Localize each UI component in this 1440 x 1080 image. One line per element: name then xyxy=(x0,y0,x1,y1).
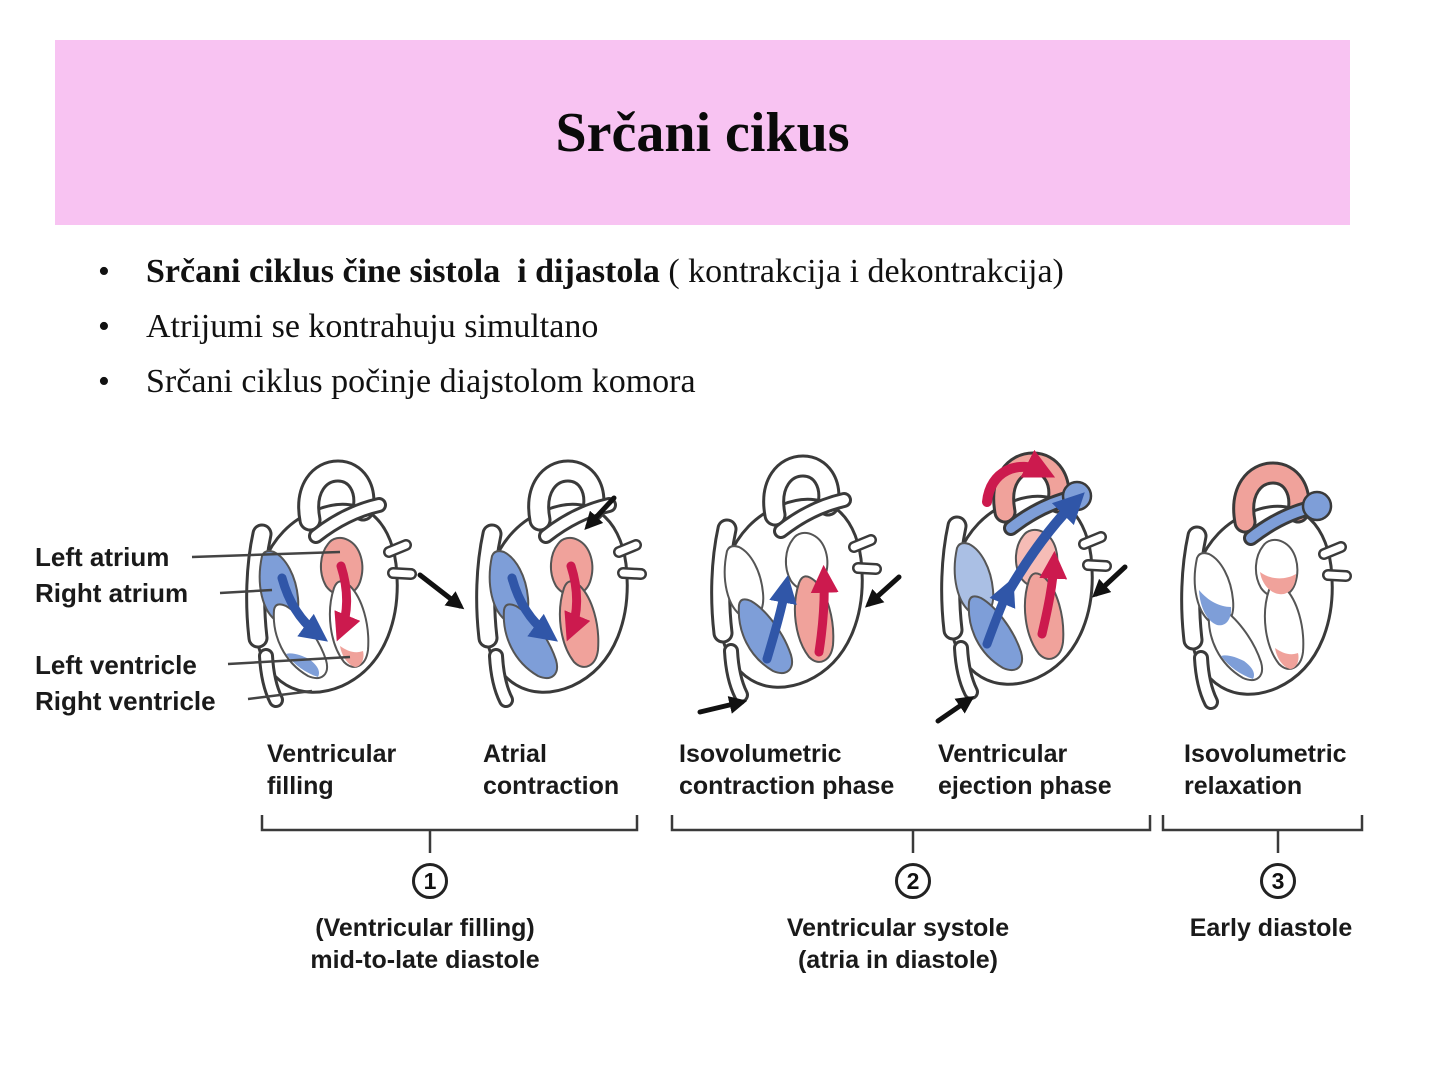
right-ventricle-blood-pool xyxy=(1221,655,1254,679)
phase-label-isovolumetric-relaxation: Isovolumetric relaxation xyxy=(1184,740,1347,800)
blue-flow-arrow xyxy=(982,577,1016,649)
label-right-ventricle: Right ventricle xyxy=(35,686,216,716)
pulmonary-vein xyxy=(854,564,880,573)
pulmonary-vein xyxy=(1320,543,1345,558)
stage-brackets xyxy=(260,815,1364,853)
stage-number-3: 3 xyxy=(1260,863,1296,899)
stage-caption-2: Ventricular systole (atria in diastole) xyxy=(786,914,1010,974)
heart-isovolumetric-contraction xyxy=(697,454,902,715)
right-atrium-empty xyxy=(723,545,765,620)
phase-label-ventricular-ejection: Ventricular ejection phase xyxy=(938,740,1112,800)
bullet-regular-text: Srčani ciklus počinje diajstolom komora xyxy=(146,363,696,400)
bullet-item: Srčani ciklus počinje diajstolom komora xyxy=(88,357,1368,412)
inferior-vena-cava xyxy=(726,646,746,700)
pulmonary-vein xyxy=(1084,561,1110,570)
heart-ventricular-filling xyxy=(245,459,417,708)
pulmonary-vein xyxy=(1324,571,1350,580)
phase-label-isovolumetric-contraction: Isovolumetric contraction phase xyxy=(679,740,895,800)
bullet-regular-text: ( kontrakcija i dekontrakcija) xyxy=(659,253,1064,290)
bullet-bold-text: Srčani ciklus čine sistola i dijastola xyxy=(146,253,660,290)
pulmonary-vein xyxy=(850,536,875,551)
superior-vena-cava xyxy=(713,521,735,641)
compression-arrow xyxy=(864,574,902,608)
pulmonary-vein xyxy=(619,569,645,578)
stage-number-2: 2 xyxy=(895,863,931,899)
stage-caption-1: (Ventricular filling) mid-to-late diasto… xyxy=(310,914,540,974)
left-ventricle-blood-pool xyxy=(340,646,364,667)
pulmonary-artery xyxy=(311,500,384,541)
slide-title: Srčani cikus xyxy=(555,101,850,164)
aorta-with-blood xyxy=(1235,464,1308,531)
right-atrium-blood-pool xyxy=(1199,590,1232,626)
compression-arrow xyxy=(1092,564,1128,598)
compression-arrow xyxy=(935,695,975,724)
pulmonary-vein xyxy=(1080,533,1105,548)
bullet-item: Atrijumi se kontrahuju simultano xyxy=(88,302,1368,357)
anatomy-leader-lines xyxy=(191,550,351,701)
heart-ventricular-ejection xyxy=(935,449,1128,724)
right-ventricle-fill xyxy=(737,598,793,674)
phase-label-atrial-contraction: Atrial contraction xyxy=(483,740,620,800)
label-left-atrium: Left atrium xyxy=(35,542,170,572)
pulmonary-vein xyxy=(389,569,415,578)
blue-flow-arrow xyxy=(277,573,328,642)
red-ejection-arrow-aorta xyxy=(982,449,1056,507)
superior-vena-cava xyxy=(1183,528,1205,648)
inferior-vena-cava xyxy=(1196,653,1216,707)
pulmonary-vein xyxy=(615,541,640,556)
stage-caption-3: Early diastole xyxy=(1189,914,1353,942)
left-ventricle-blood-pool xyxy=(1275,648,1299,669)
phase-label-ventricular-filling: Ventricular filling xyxy=(267,740,397,800)
title-banner: Srčani cikus xyxy=(55,40,1350,225)
superior-vena-cava xyxy=(943,518,965,638)
aorta xyxy=(530,462,603,529)
aorta xyxy=(300,462,373,529)
cardiac-cycle-figure xyxy=(191,449,1364,853)
label-right-atrium: Right atrium xyxy=(35,578,189,608)
blue-pressure-arrow xyxy=(762,575,797,664)
compression-arrow xyxy=(697,696,748,715)
pulmonary-artery xyxy=(776,495,849,536)
stage-number-1: 1 xyxy=(412,863,448,899)
red-pressure-arrow xyxy=(810,564,839,657)
superior-vena-cava xyxy=(248,526,270,646)
heart-isovolumetric-relaxation xyxy=(1180,461,1352,710)
pulmonary-vein xyxy=(385,541,410,556)
superior-vena-cava xyxy=(478,526,500,646)
bullet-item: Srčani ciklus čine sistola i dijastola (… xyxy=(88,247,1368,302)
blue-flow-arrow xyxy=(507,573,558,642)
aorta xyxy=(765,457,838,524)
bullet-list: Srčani ciklus čine sistola i dijastola (… xyxy=(88,247,1368,412)
compression-arrow xyxy=(584,495,617,530)
inferior-vena-cava xyxy=(491,651,511,705)
bullet-regular-text: Atrijumi se kontrahuju simultano xyxy=(146,308,599,345)
left-atrium-blood-pool xyxy=(1260,572,1296,595)
compression-arrow xyxy=(417,572,465,610)
inferior-vena-cava xyxy=(956,643,976,697)
heart-atrial-contraction xyxy=(417,459,647,708)
pulmonary-artery-branch xyxy=(1301,490,1333,522)
label-left-ventricle: Left ventricle xyxy=(35,650,197,680)
red-flow-arrow xyxy=(564,561,591,642)
red-flow-arrow xyxy=(1037,550,1068,639)
red-flow-arrow xyxy=(334,561,361,642)
